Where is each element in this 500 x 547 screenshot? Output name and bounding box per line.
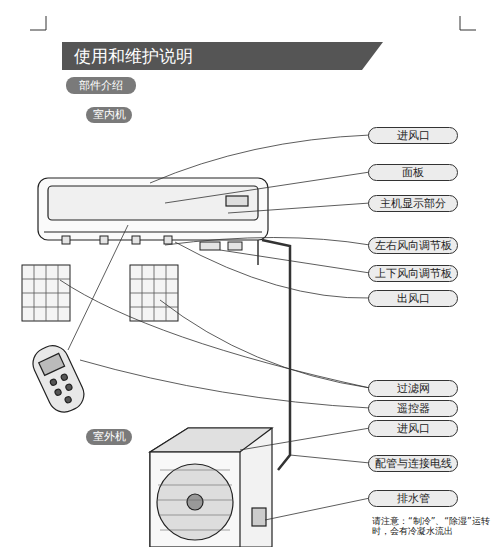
section-tag: 部件介绍 bbox=[66, 77, 136, 94]
node-text: 过滤网 bbox=[397, 382, 430, 396]
node-text: 进风口 bbox=[397, 129, 430, 143]
page-title: 使用和维护说明 bbox=[74, 45, 193, 68]
node-text: 部件介绍 bbox=[79, 79, 123, 93]
node-text: 上下风向调节板 bbox=[375, 267, 452, 281]
node-text: 主机显示部分 bbox=[380, 197, 446, 211]
part-callout: 进风口 bbox=[368, 127, 458, 144]
note-text: 请注意：“制冷”、“除湿”运转时，会有冷凝水流出 bbox=[372, 516, 496, 536]
part-callout: 主机显示部分 bbox=[368, 195, 458, 212]
node-text: 室内机 bbox=[93, 108, 126, 122]
part-callout: 过滤网 bbox=[368, 380, 458, 397]
node-text: 室外机 bbox=[93, 430, 126, 444]
part-callout: 遥控器 bbox=[368, 400, 458, 417]
node-text: 出风口 bbox=[397, 292, 430, 306]
node-text: 配管与连接电线 bbox=[375, 457, 452, 471]
part-callout: 左右风向调节板 bbox=[368, 237, 458, 254]
node-text: 排水管 bbox=[397, 492, 430, 506]
part-callout: 上下风向调节板 bbox=[368, 265, 458, 282]
node-text: 左右风向调节板 bbox=[375, 239, 452, 253]
node-text: 进风口 bbox=[397, 422, 430, 436]
section-tag: 室外机 bbox=[86, 429, 132, 445]
part-callout: 面板 bbox=[368, 164, 458, 181]
part-callout: 配管与连接电线 bbox=[368, 455, 458, 472]
part-callout: 进风口 bbox=[368, 420, 458, 437]
node-text: 遥控器 bbox=[397, 402, 430, 416]
node-text: 面板 bbox=[402, 166, 424, 180]
section-tag: 室内机 bbox=[86, 107, 132, 123]
part-callout: 排水管 bbox=[368, 490, 458, 507]
part-callout: 出风口 bbox=[368, 290, 458, 307]
